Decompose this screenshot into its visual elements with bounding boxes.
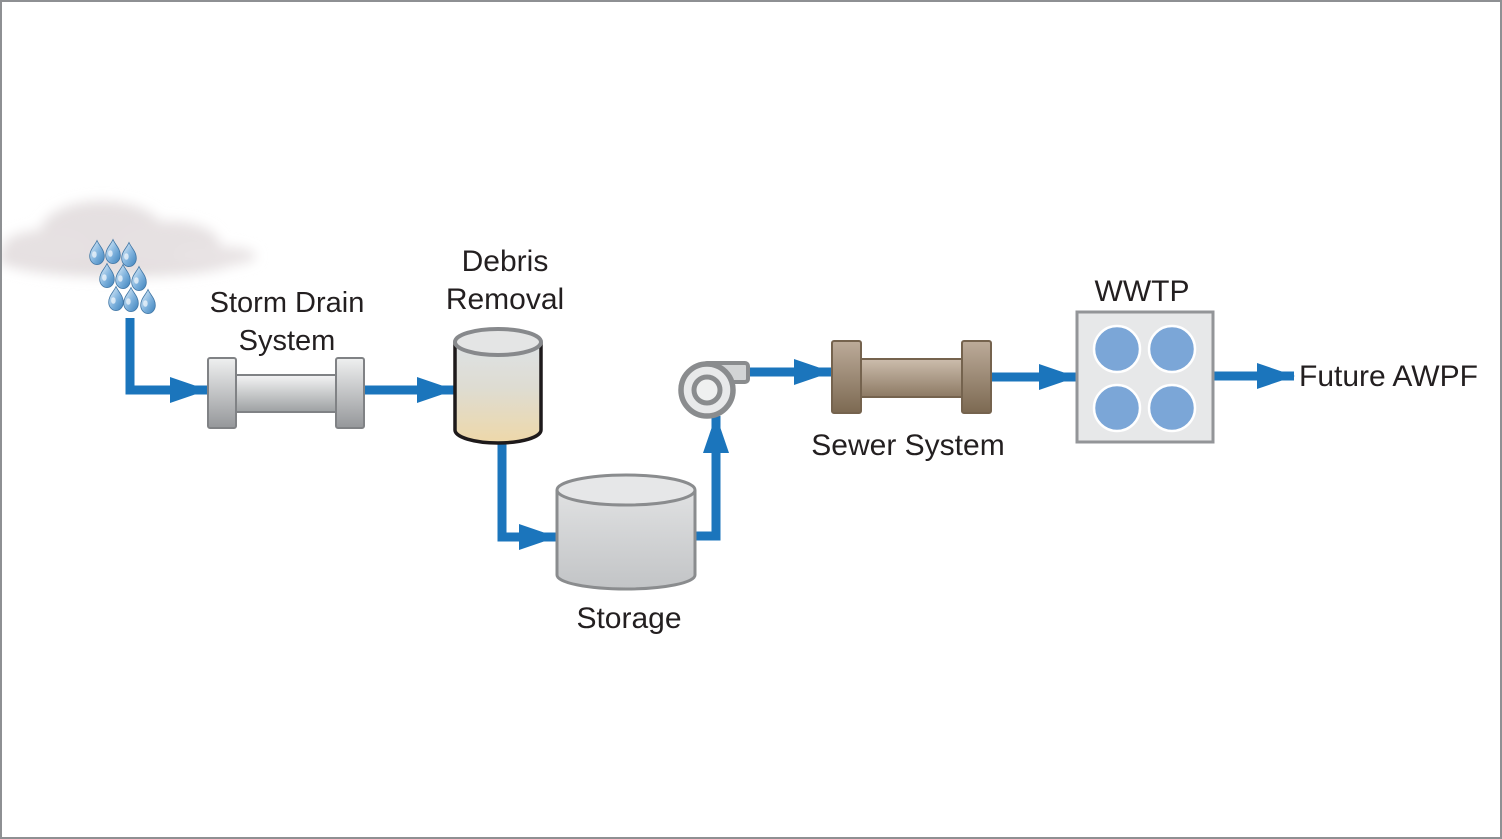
flow-arrows: [125, 318, 1295, 550]
wwtp-plant-icon: [1075, 310, 1215, 444]
wwtp-label: WWTP: [1095, 275, 1190, 308]
arrow-debris-to-storage: [497, 444, 557, 550]
arrow-storage-to-pump: [695, 415, 729, 541]
future-awpf-label: Future AWPF: [1299, 360, 1478, 393]
raindrop-icon: [123, 287, 139, 313]
raindrop-icon: [108, 286, 124, 312]
debris-removal-label-line1: Debris: [462, 245, 549, 278]
raindrop-icon: [140, 289, 156, 315]
sewer-system-label: Sewer System: [811, 429, 1004, 462]
arrow-cloud-to-storm-drain: [125, 318, 208, 403]
debris-removal-label-line2: Removal: [446, 283, 564, 316]
wwtp-basin-circle: [1092, 324, 1142, 374]
sewer-pipe-icon: [831, 340, 992, 414]
storm-drain-pipe-icon: [207, 357, 365, 429]
wwtp-basin-circle: [1147, 324, 1197, 374]
storage-tank-icon: [555, 473, 697, 591]
pump-icon: [678, 361, 750, 419]
storm-drain-label-line1: Storm Drain: [210, 287, 365, 319]
storage-label: Storage: [576, 602, 681, 635]
storm-drain-label-line2: System: [239, 325, 336, 357]
debris-removal-tank-icon: [453, 327, 543, 445]
wwtp-basin-circle: [1092, 383, 1142, 433]
wwtp-basin-circle: [1147, 383, 1197, 433]
